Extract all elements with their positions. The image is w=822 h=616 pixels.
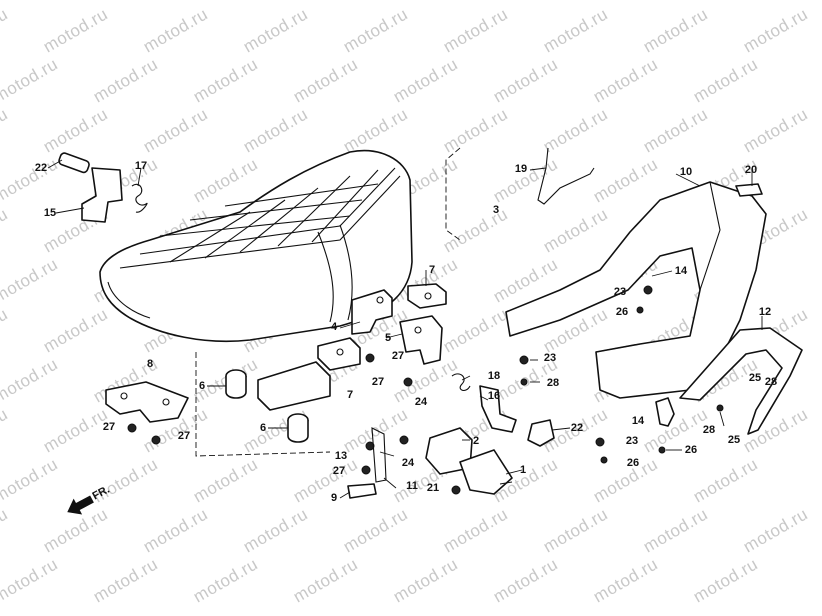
callout-28: 28 <box>546 377 560 389</box>
callout-23: 23 <box>613 286 627 298</box>
arrow-left-icon <box>67 495 94 515</box>
callout-27: 27 <box>371 376 385 388</box>
front-direction-indicator: FR. <box>58 470 127 528</box>
callout-13: 13 <box>334 450 348 462</box>
grab-rail <box>679 327 803 435</box>
rear-cowl <box>505 181 767 399</box>
callout-12: 12 <box>758 306 772 318</box>
callout-26: 26 <box>615 306 629 318</box>
callout-15: 15 <box>43 207 57 219</box>
fasteners <box>127 285 724 495</box>
callout-17: 17 <box>134 160 148 172</box>
callout-1: 1 <box>519 464 527 476</box>
callout-16: 16 <box>487 390 501 402</box>
callout-20: 20 <box>744 164 758 176</box>
callout-27: 27 <box>177 430 191 442</box>
callout-8: 8 <box>146 358 154 370</box>
callout-18: 18 <box>487 370 501 382</box>
cable <box>537 147 595 205</box>
plate-hole <box>162 398 170 406</box>
callout-11: 11 <box>406 480 418 492</box>
callout-26: 26 <box>626 457 640 469</box>
callout-28: 28 <box>764 376 778 388</box>
seat-hinge-parts <box>58 152 148 223</box>
callout-10: 10 <box>679 166 693 178</box>
cushions <box>225 361 331 443</box>
callout-4: 4 <box>330 321 338 333</box>
callout-22: 22 <box>34 162 48 174</box>
callout-27: 27 <box>391 350 405 362</box>
callout-23: 23 <box>625 435 639 447</box>
callout-23: 23 <box>543 352 557 364</box>
callout-27: 27 <box>332 465 346 477</box>
callout-25: 25 <box>748 372 762 384</box>
seat <box>99 149 413 343</box>
callout-3: 3 <box>492 204 500 216</box>
callout-7: 7 <box>428 264 436 276</box>
callout-6: 6 <box>198 380 206 392</box>
callout-14: 14 <box>631 415 645 427</box>
callout-26: 26 <box>684 444 698 456</box>
callout-9: 9 <box>330 492 338 504</box>
callout-14: 14 <box>674 265 688 277</box>
seat-brackets <box>317 283 447 371</box>
leader-lines <box>47 159 763 499</box>
callout-19: 19 <box>514 163 528 175</box>
plate-hole <box>120 392 128 400</box>
callout-21: 21 <box>426 482 440 494</box>
seat-lock-parts <box>347 373 555 499</box>
callout-24: 24 <box>401 457 415 469</box>
callout-24: 24 <box>414 396 428 408</box>
plate <box>105 381 189 423</box>
callout-7: 7 <box>346 389 354 401</box>
dashed-outline <box>195 352 331 457</box>
callout-6: 6 <box>259 422 267 434</box>
callout-28: 28 <box>702 424 716 436</box>
small-bracket <box>655 397 675 427</box>
callout-27: 27 <box>102 421 116 433</box>
callout-5: 5 <box>384 332 392 344</box>
callout-2: 2 <box>472 435 480 447</box>
dashed-outline <box>445 147 461 241</box>
callout-25: 25 <box>727 434 741 446</box>
callout-22: 22 <box>570 422 584 434</box>
